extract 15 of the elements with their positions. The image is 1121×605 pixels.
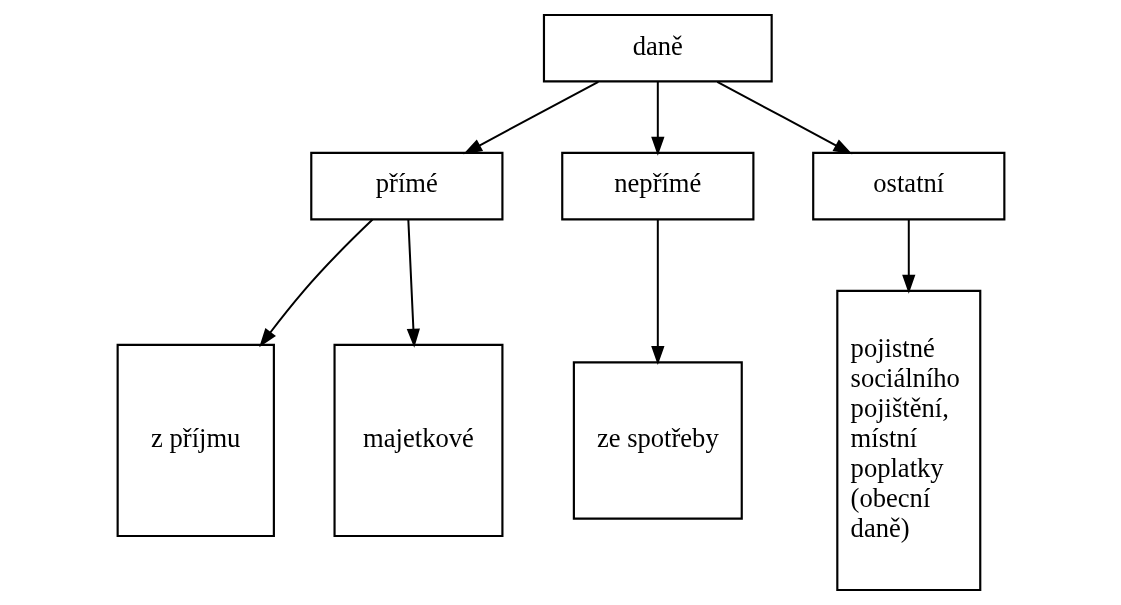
node-box: nepřímé: [560, 151, 754, 221]
arrow: [650, 80, 664, 156]
arrow: [406, 218, 420, 348]
arrow: [715, 80, 852, 155]
arrow: [901, 218, 915, 294]
arrow: [258, 218, 374, 348]
arrow: [462, 80, 599, 155]
node-box: z příjmu: [116, 343, 275, 538]
node-box: majetkové: [332, 343, 503, 538]
arrow: [650, 218, 664, 366]
node-box: daně: [542, 13, 773, 83]
node-box: ostatní: [811, 151, 1005, 221]
node-box: přímé: [309, 151, 503, 221]
node-box: ze spotřeby: [572, 361, 743, 520]
node-box: pojistné sociálního pojištění, místní poplatky (obecní daně): [835, 289, 981, 592]
